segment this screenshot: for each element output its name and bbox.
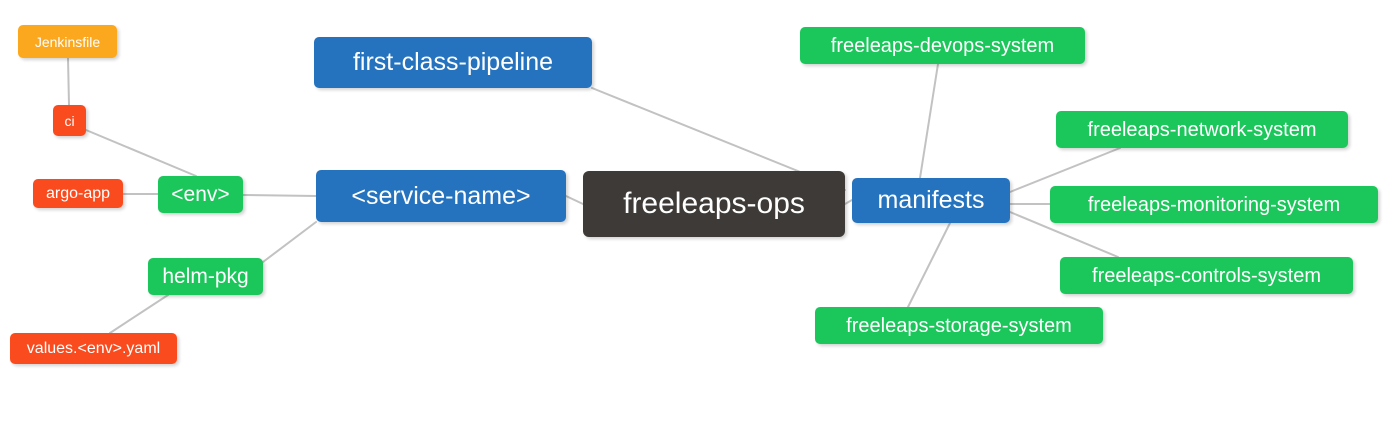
node-label-argo: argo-app (45, 184, 111, 202)
node-helm[interactable]: helm-pkg (148, 258, 263, 295)
node-label-pipeline: first-class-pipeline (352, 48, 554, 76)
edge-helm-to-values (109, 294, 169, 334)
node-argo[interactable]: argo-app (33, 179, 123, 208)
node-storage[interactable]: freeleaps-storage-system (815, 307, 1103, 344)
edge-manifests-to-controls (1009, 211, 1119, 258)
node-label-service: <service-name> (351, 181, 531, 210)
node-pipeline[interactable]: first-class-pipeline (314, 37, 592, 88)
edge-root-to-manifests (844, 199, 853, 205)
node-label-helm: helm-pkg (162, 265, 249, 288)
node-network[interactable]: freeleaps-network-system (1056, 111, 1348, 148)
edge-env-to-ci (85, 129, 197, 177)
node-manifests[interactable]: manifests (852, 178, 1010, 223)
node-label-monitoring: freeleaps-monitoring-system (1087, 193, 1341, 216)
node-label-manifests: manifests (877, 186, 985, 214)
edge-service-to-env (242, 194, 317, 197)
node-service[interactable]: <service-name> (316, 170, 566, 222)
node-jenkinsfile[interactable]: Jenkinsfile (18, 25, 117, 58)
edge-manifests-to-storage (907, 222, 951, 308)
node-label-ci: ci (64, 112, 75, 129)
node-label-devops: freeleaps-devops-system (830, 34, 1055, 57)
node-env[interactable]: <env> (158, 176, 243, 213)
node-label-values: values.<env>.yaml (26, 339, 161, 357)
node-monitoring[interactable]: freeleaps-monitoring-system (1050, 186, 1378, 223)
node-label-controls: freeleaps-controls-system (1092, 264, 1321, 287)
edge-manifests-to-devops (919, 63, 939, 179)
edge-root-to-service (565, 195, 584, 205)
edge-service-to-helm (262, 221, 317, 263)
node-ci[interactable]: ci (53, 105, 86, 136)
node-devops[interactable]: freeleaps-devops-system (800, 27, 1085, 64)
node-values[interactable]: values.<env>.yaml (10, 333, 177, 364)
edge-manifests-to-network (1009, 147, 1121, 193)
node-label-jenkinsfile: Jenkinsfile (34, 33, 101, 50)
node-controls[interactable]: freeleaps-controls-system (1060, 257, 1353, 294)
node-label-storage: freeleaps-storage-system (846, 314, 1072, 337)
node-label-root: freeleaps-ops (623, 187, 805, 220)
node-label-network: freeleaps-network-system (1087, 118, 1317, 141)
node-label-env: <env> (171, 183, 230, 206)
edge-ci-to-jenkinsfile (67, 57, 70, 106)
node-root[interactable]: freeleaps-ops (583, 171, 845, 237)
